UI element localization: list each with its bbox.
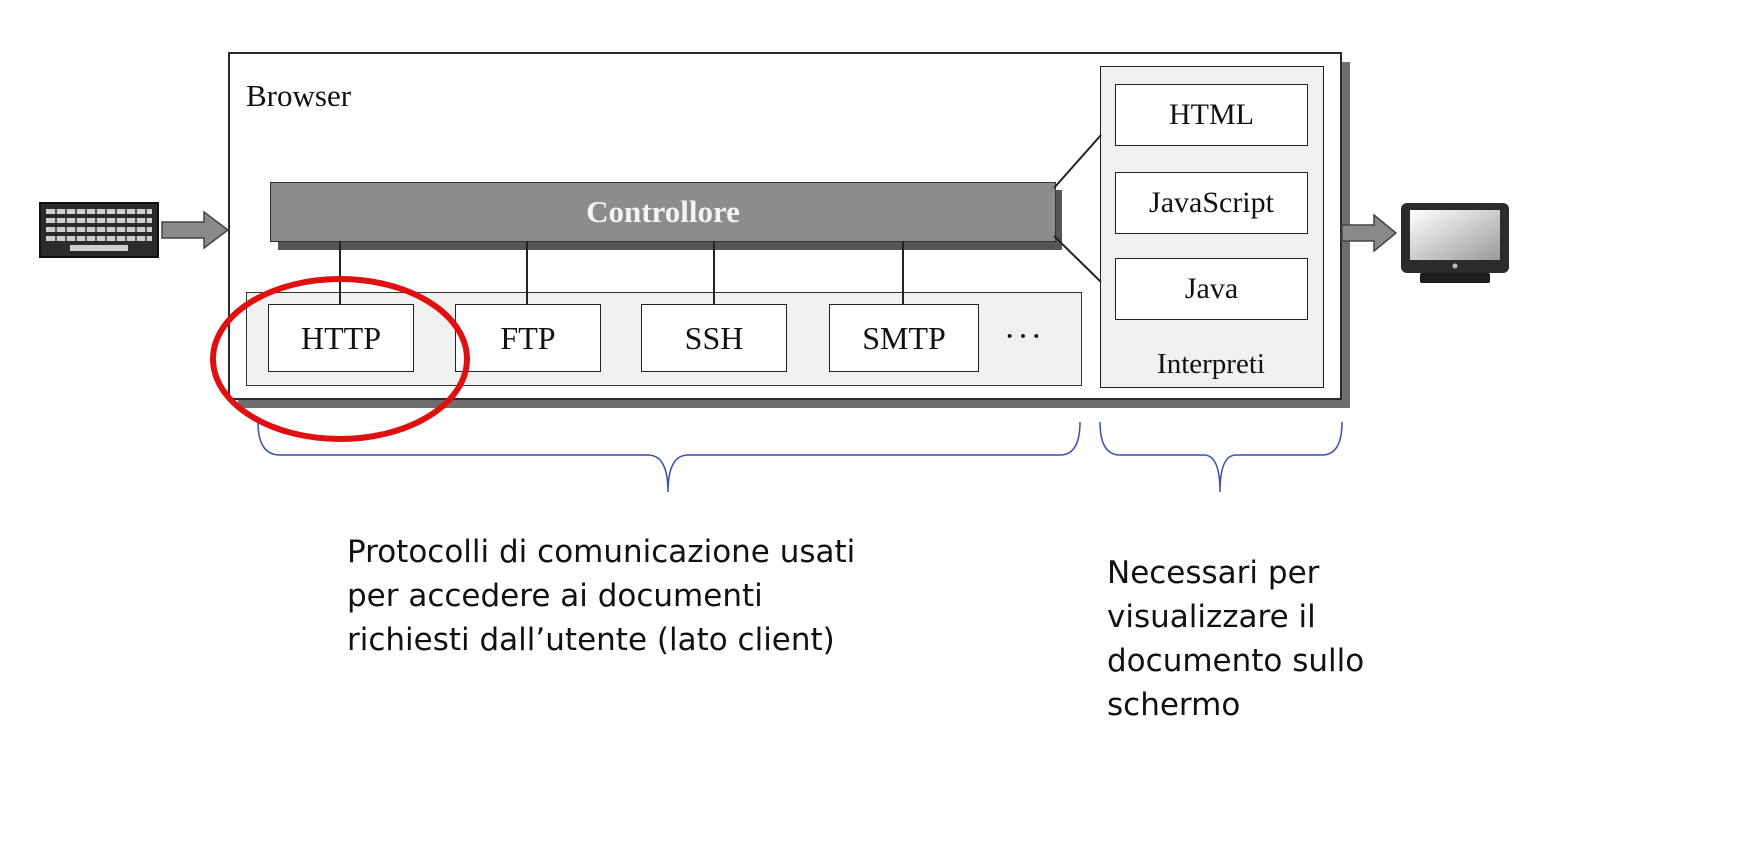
- protocol-smtp: SMTP: [829, 304, 979, 372]
- input-arrow-icon: [161, 210, 230, 250]
- output-arrow-icon: [1341, 213, 1398, 253]
- interpreters-brace: [1099, 421, 1343, 493]
- link-bottom: [1053, 235, 1102, 283]
- protocols-caption-line: per accedere ai documenti: [347, 578, 763, 614]
- controller-box: Controllore: [270, 182, 1056, 242]
- protocols-brace: [257, 421, 1081, 493]
- protocol-ellipsis: ···: [1004, 318, 1044, 355]
- browser-label: Browser: [246, 78, 352, 113]
- protocol-http: HTTP: [268, 304, 414, 372]
- protocols-caption: Protocolli di comunicazione usati per ac…: [347, 530, 1047, 662]
- protocols-caption-line: Protocolli di comunicazione usati: [347, 534, 856, 570]
- protocols-caption-line: richiesti dall’utente (lato client): [347, 622, 835, 658]
- monitor-icon: [1401, 203, 1509, 283]
- link-top: [1053, 134, 1102, 189]
- http-highlight-ellipse: [210, 276, 470, 442]
- controller-interpreter-links: [1053, 134, 1102, 283]
- keyboard-icon: [39, 202, 159, 258]
- interpreter-java: Java: [1115, 258, 1308, 320]
- protocol-ssh: SSH: [641, 304, 787, 372]
- interpreters-caption-line: schermo: [1107, 687, 1241, 723]
- protocol-ftp: FTP: [455, 304, 601, 372]
- interpreter-javascript: JavaScript: [1115, 172, 1308, 234]
- interpreters-label: Interpreti: [1157, 348, 1265, 380]
- interpreters-caption-line: Necessari per: [1107, 555, 1320, 591]
- interpreters-caption-line: documento sullo: [1107, 643, 1365, 679]
- interpreter-html: HTML: [1115, 84, 1308, 146]
- interpreters-caption-line: visualizzare il: [1107, 599, 1316, 635]
- controller-connectors: [339, 241, 904, 304]
- interpreters-caption: Necessari per visualizzare il documento …: [1107, 551, 1467, 727]
